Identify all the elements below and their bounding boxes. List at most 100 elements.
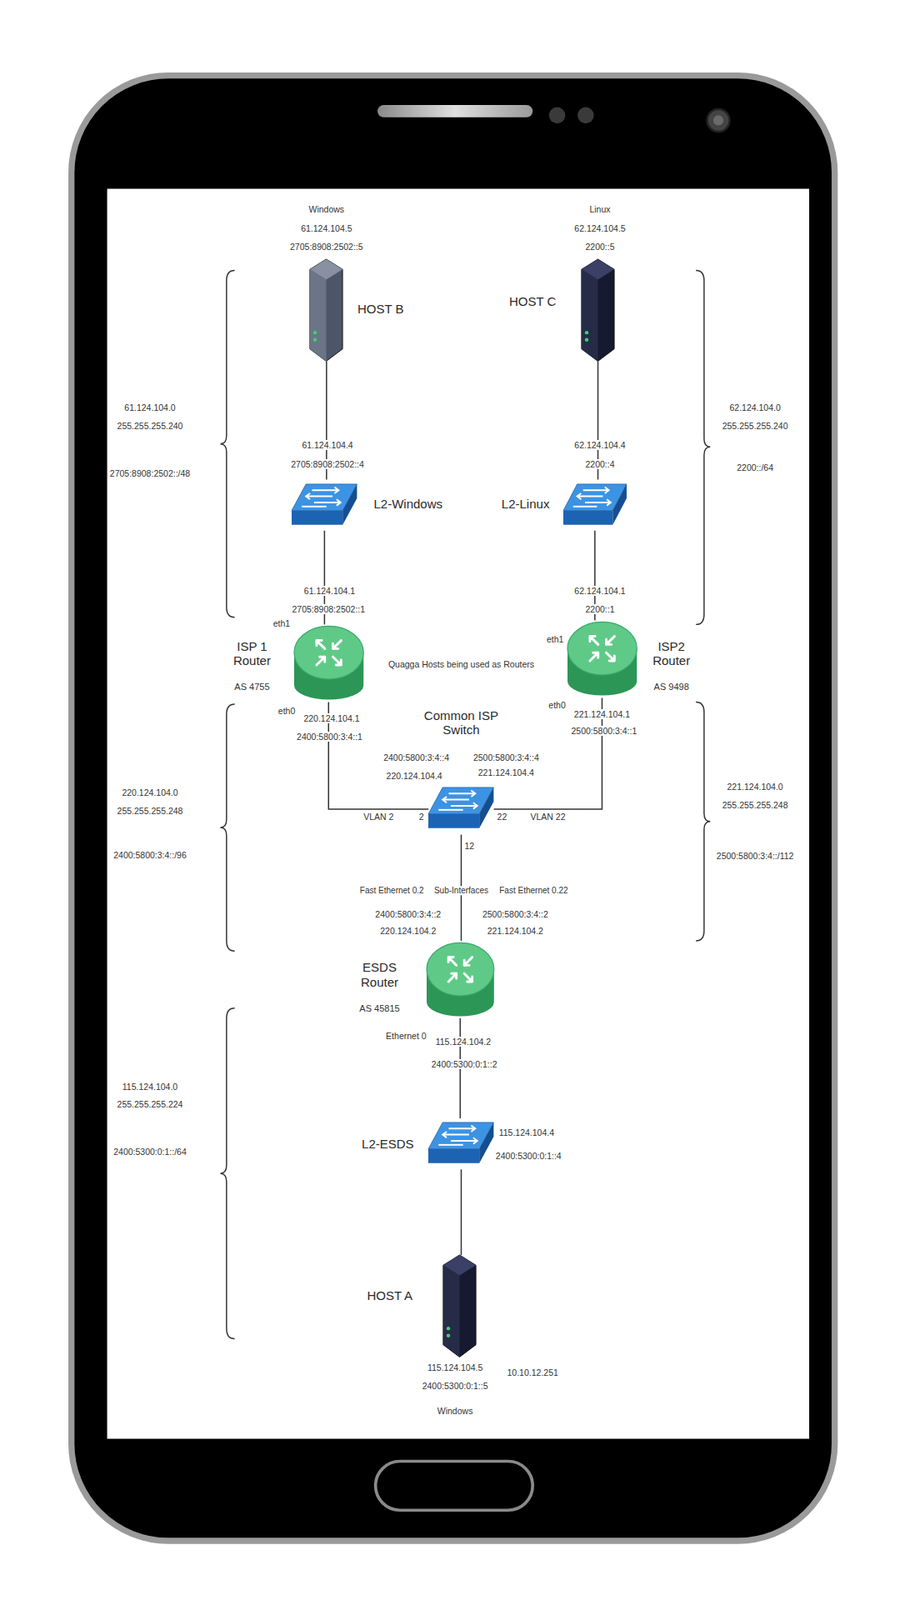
address-label: 61.124.104.0 [122,402,177,413]
address-label: eth0 [546,700,567,710]
node-detail: 61.124.104.5 [299,223,354,234]
brace [220,704,235,951]
node-detail: 2705:8908:2502::5 [288,241,365,252]
address-label: 221.124.104.0 [725,781,785,792]
host-node: HOST A115.124.104.52400:5300:0:1::5Windo… [439,1255,480,1357]
address-label: 2500:5800:3:4::/112 [715,850,796,861]
phone-camera [707,109,730,132]
brace [695,270,710,625]
switch-node: L2-Windows [291,480,357,531]
address-label: 12 [462,840,476,851]
address-label: 61.124.104.1 [302,585,357,596]
address-label: eth0 [276,705,297,716]
address-label: 255.255.255.248 [115,805,185,816]
server-icon [577,259,619,361]
address-label: eth1 [545,633,565,644]
address-label: 2400:5800:3:4::2 [373,909,443,920]
brace [695,701,710,941]
host-node: Linux62.124.104.52200::5HOST C [577,259,619,361]
switch-node: L2-ESDS [428,1118,494,1170]
node-detail: Linux [587,204,612,215]
address-label: 2400:5300:0:1::4 [494,1150,564,1161]
address-label: 22 [495,811,510,822]
address-label: 255.255.255.224 [115,1099,185,1110]
node-detail: Windows [435,1405,475,1416]
node-name: HOST B [355,301,406,316]
node-detail: 2400:5300:0:1::5 [420,1380,490,1391]
address-label: 62.124.104.4 [572,440,627,450]
address-label: 62.124.104.1 [572,585,627,596]
switch-icon [428,783,494,835]
address-label: 2400:5300:0:1::/64 [111,1146,189,1157]
node-detail: 62.124.104.5 [572,223,627,234]
brace [220,1008,235,1340]
server-icon [439,1255,480,1357]
phone-body [71,75,835,1541]
phone-sensor [577,107,595,125]
address-label: 255.255.255.240 [720,420,790,431]
address-label: 2200::1 [583,604,616,615]
host-node: Windows61.124.104.52705:8908:2502::5HOST… [305,259,347,361]
router-icon [426,940,495,1019]
address-label: 62.124.104.0 [727,402,782,413]
vlan-label: VLAN 22 [529,811,568,822]
node-detail: Windows [307,204,347,215]
node-name: Common ISP Switch [417,708,505,738]
address-label: 255.255.255.240 [115,420,185,431]
address-label: Quagga Hosts being used as Routers [386,659,536,670]
node-name: ESDS Router [354,960,406,990]
router-node: ESDS RouterAS 45815 [426,940,495,1019]
address-label: 2500:5800:3:4::1 [569,725,639,736]
network-link [460,1169,463,1255]
switch-node: Common ISP Switch [428,783,494,835]
node-detail: AS 9498 [652,681,691,693]
subnet-braces [220,270,710,1339]
router-icon [294,624,364,702]
node-detail: AS 4755 [232,681,271,693]
server-icon [305,259,347,361]
node-name: L2-Windows [372,496,445,511]
address-label: Fast Ethernet 0.22 [497,885,570,896]
brace [220,270,235,617]
node-detail: 2200::5 [583,241,616,252]
address-label: 2400:5800:3:4::4 [381,752,451,763]
address-label: 221.124.104.1 [572,709,632,720]
address-label: 220.124.104.2 [378,925,438,936]
address-label: 220.124.104.0 [120,787,180,798]
node-detail: 115.124.104.5 [425,1362,485,1373]
address-label: 2400:5300:0:1::2 [430,1059,500,1070]
address-label: 2200::4 [583,459,616,470]
address-label: 220.124.104.1 [301,713,361,724]
switch-icon [563,480,627,531]
switch-icon [291,480,357,531]
address-label: eth1 [271,618,292,629]
router-icon [567,620,637,698]
switch-icon [428,1118,494,1170]
address-label: 2705:8908:2502::/48 [108,468,192,479]
address-label: 2500:5800:3:4::4 [471,752,541,763]
address-label: 220.124.104.4 [385,770,445,781]
phone-sensor [549,107,566,125]
address-label: Ethernet 0 [384,1030,428,1041]
node-name: HOST C [507,295,558,310]
phone-speaker [377,105,533,118]
node-name: L2-ESDS [360,1136,416,1151]
address-label: 2705:8908:2502::4 [289,459,366,470]
address-label: 2400:5800:3:4::1 [295,731,365,742]
node-name: ISP2 Router [645,638,698,668]
phone-camera-lens [713,115,724,125]
node-detail: AS 45815 [357,1002,401,1014]
vlan-label: VLAN 2 [361,811,395,822]
address-label: 2500:5800:3:4::2 [480,909,550,920]
address-label: Fast Ethernet 0.2 [358,885,426,896]
address-label: 61.124.104.4 [300,440,355,450]
home-button [375,1460,534,1510]
address-label: 2400:5800:3:4::/96 [111,850,189,860]
router-node: ISP 1 RouterAS 4755 [294,624,364,702]
address-label: Sub-Interfaces [432,885,490,896]
switch-node: L2-Linux [563,480,627,531]
node-name: ISP 1 Router [225,638,278,668]
node-name: L2-Linux [500,496,552,511]
address-label: 115.124.104.4 [497,1127,556,1138]
